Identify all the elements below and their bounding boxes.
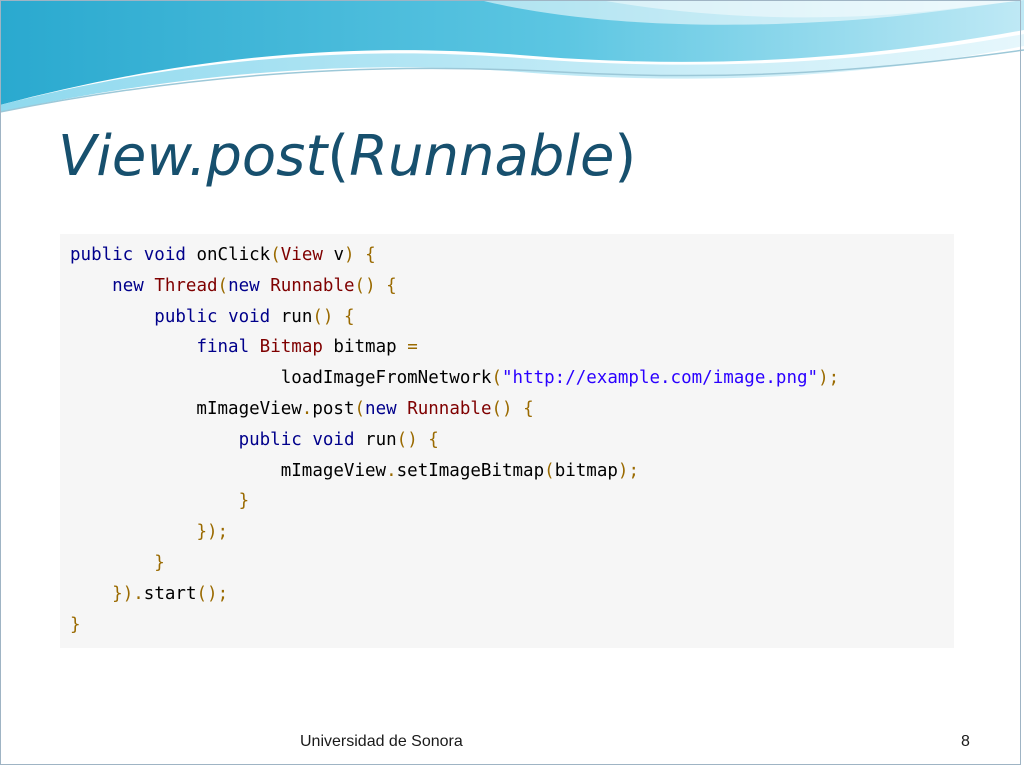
- header-wave-decoration: [0, 0, 1024, 113]
- code-line: mImageView.post(new Runnable() {: [70, 398, 534, 419]
- code-line: });: [196, 522, 229, 543]
- code-line: mImageView.setImageBitmap(bitmap);: [70, 460, 639, 481]
- code-line: public void onClick(View v) {: [70, 245, 376, 265]
- code-line: }: [70, 614, 81, 635]
- title-paren-close: ): [614, 124, 637, 189]
- footer-institution: Universidad de Sonora: [300, 733, 463, 750]
- code-line: public void run() {: [238, 429, 439, 450]
- title-main: View.post: [58, 124, 328, 189]
- code-line: }).start();: [112, 583, 229, 604]
- slide-title: View.post(Runnable): [58, 124, 636, 189]
- title-arg: Runnable: [349, 124, 615, 189]
- code-line: loadImageFromNetwork("http://example.com…: [70, 368, 840, 389]
- code-line: }: [238, 491, 250, 512]
- code-line: public void run() {: [154, 306, 355, 327]
- code-line: new Thread(new Runnable() {: [112, 275, 397, 296]
- code-line: }: [154, 552, 165, 573]
- title-paren-open: (: [327, 124, 350, 189]
- page-number: 8: [961, 733, 970, 750]
- code-block: public void onClick(View v) { new Thread…: [60, 234, 954, 648]
- code-text: public void onClick(View v) { new Thread…: [70, 240, 944, 640]
- code-line: final Bitmap bitmap =: [196, 337, 418, 358]
